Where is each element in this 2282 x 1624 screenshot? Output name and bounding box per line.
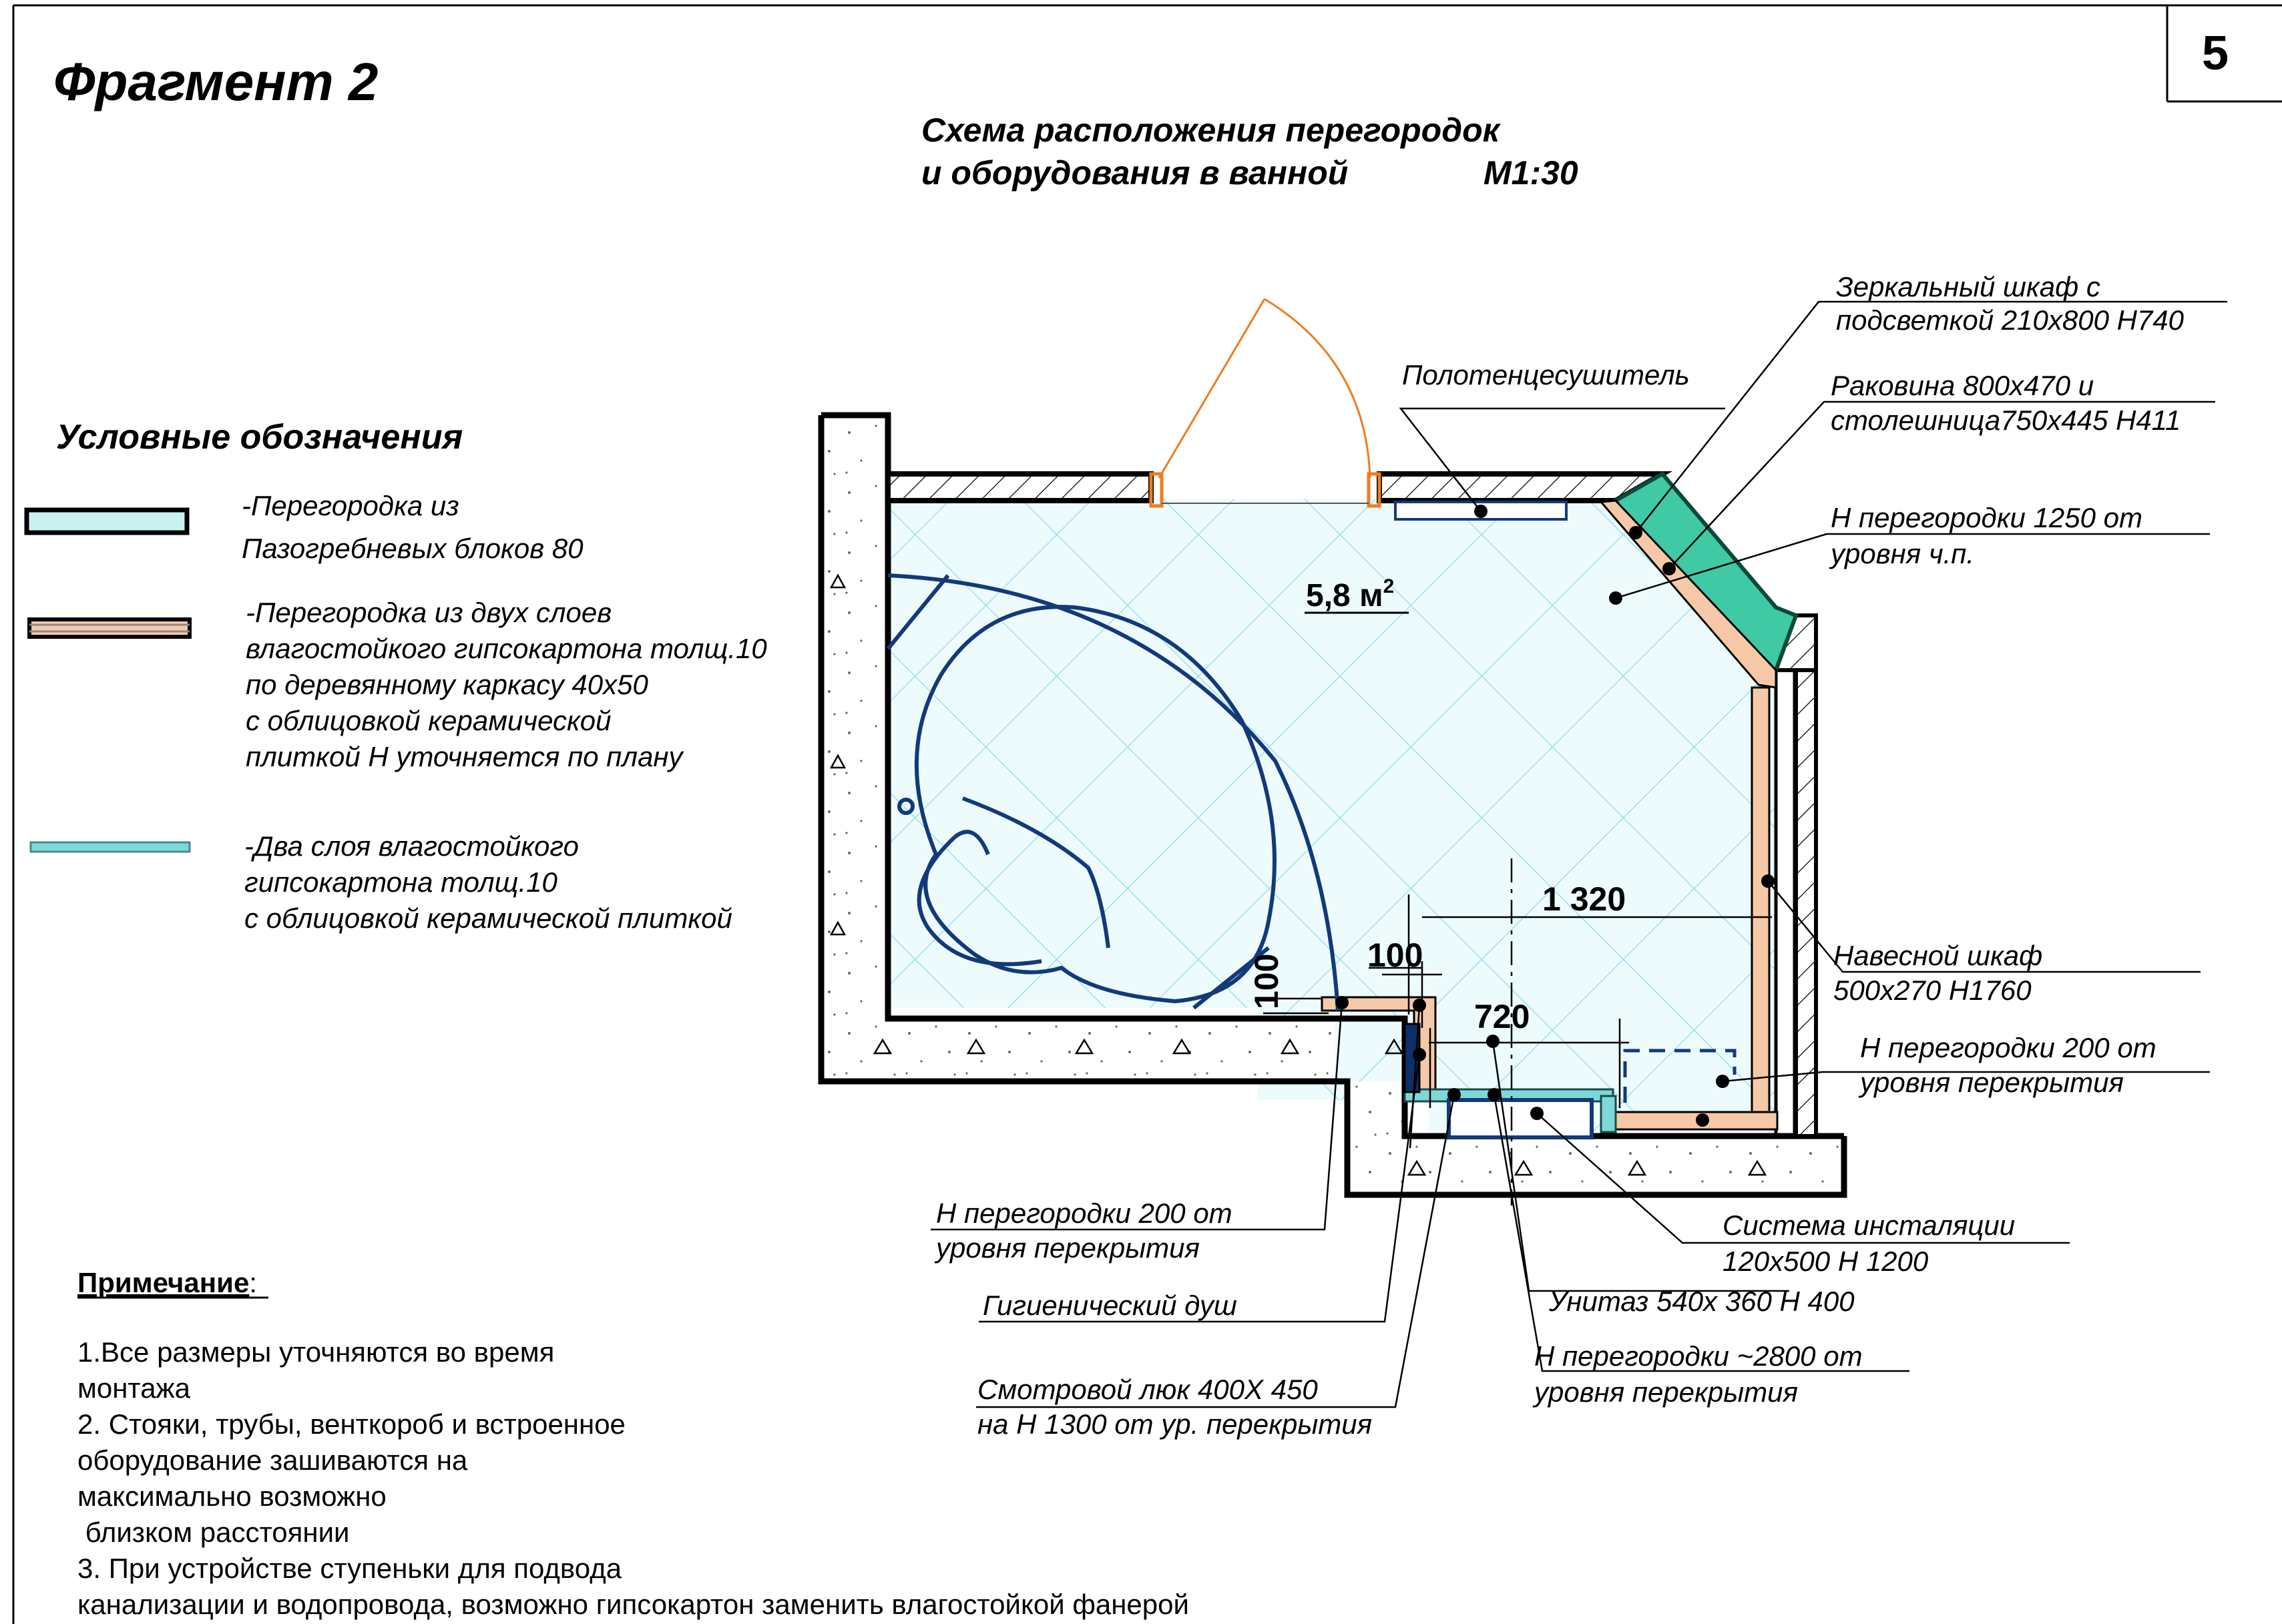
door-jamb-left: [1149, 472, 1164, 508]
callout-partition-200-left-1: Н перегородки 200 от: [936, 1197, 1232, 1229]
corner-bath: [886, 573, 1340, 1011]
sheet-frame: [12, 4, 2282, 1624]
concrete-marks: [829, 573, 1767, 1176]
dim-width-main: 1 320: [1542, 880, 1626, 918]
callout-partition-1250-2: уровня ч.п.: [1829, 538, 1974, 569]
callout-hygienic-shower: Гигиенический душ: [983, 1290, 1237, 1321]
legend-item-2-line-2: влагостойкого гипсокартона толщ.10: [246, 633, 767, 664]
legend-item-1-line-2: Пазогребневых блоков 80: [242, 533, 584, 564]
drawing-title-line1: Схема расположения перегородок: [921, 111, 1502, 149]
legend-item-3-line-3: с облицовкой керамической плиткой: [244, 902, 732, 934]
callout-partition-2800-1: Н перегородки ~2800 от: [1534, 1340, 1863, 1372]
callout-partition-200-right-1: Н перегородки 200 от: [1860, 1032, 2156, 1063]
legend-swatch-block-partition: [24, 507, 190, 535]
note-line-1: 1.Все размеры уточняются во время: [77, 1336, 554, 1368]
leader-lines: [931, 300, 2227, 1408]
right-gkl-partition: [1751, 686, 1771, 1116]
callout-inspection-hatch-1: Смотровой люк 400Х 450: [977, 1374, 1318, 1405]
legend-item-2-line-3: по деревянному каркасу 40х50: [246, 669, 648, 700]
room-area-superscript: 2: [1383, 575, 1395, 597]
note-line-7: 3. При устройстве ступеньки для подвода: [77, 1553, 622, 1584]
callout-partition-2800-2: уровня перекрытия: [1532, 1376, 1798, 1408]
tiled-floor: [883, 499, 1776, 1132]
diagonal-gkl-partition: [1598, 499, 1777, 689]
legend-item-2-line-4: с облицовкой керамической: [246, 705, 612, 736]
wall-cabinet-outline: [1623, 1049, 1737, 1103]
callout-mirror-cabinet-1: Зеркальный шкаф с: [1836, 271, 2100, 302]
legend-item-2-line-1: -Перегородка из двух слоев: [246, 597, 612, 628]
room-area: 5,8 м2: [1306, 575, 1394, 613]
top-wall-left: [885, 471, 1154, 503]
notes-heading-wrap: Примечание:: [77, 1267, 257, 1298]
dim-100-horizontal: 100: [1367, 936, 1423, 974]
dim-100-vertical: 100: [1248, 954, 1285, 1009]
callout-wall-cabinet-2: 500х270 Н1760: [1833, 975, 2032, 1006]
callout-partition-200-left-2: уровня перекрытия: [934, 1232, 1200, 1264]
note-line-4: оборудование зашиваются на: [77, 1444, 468, 1476]
door-swing: [1158, 298, 1266, 479]
installation-box: [1447, 1098, 1594, 1139]
door-jamb-right: [1367, 472, 1381, 508]
legend-swatch-gkl-lining: [29, 841, 191, 853]
room-area-value: 5,8 м: [1306, 578, 1383, 613]
callout-installation-1: Система инсталяции: [1723, 1209, 2015, 1241]
legend-item-3-line-2: гипсокартона толщ.10: [244, 866, 558, 898]
note-line-3: 2. Стояки, трубы, венткороб и встроенное: [77, 1408, 626, 1440]
fragment-title: Фрагмент 2: [53, 52, 378, 111]
callout-mirror-cabinet-2: подсветкой 210х800 Н740: [1836, 304, 2185, 336]
callout-inspection-hatch-2: на Н 1300 от ур. перекрытия: [977, 1408, 1372, 1440]
legend-heading: Условные обозначения: [56, 418, 463, 457]
note-line-6: близком расстоянии: [77, 1517, 350, 1548]
callout-partition-1250-1: Н перегородки 1250 от: [1831, 502, 2142, 533]
callout-sink-1: Раковина 800х470 и: [1831, 370, 2094, 401]
dimension-lines: [1263, 858, 1772, 1205]
note-line-5: максимально возможно: [77, 1480, 387, 1512]
legend-swatch-gkl-partition: [27, 617, 192, 639]
drawing-scale: М1:30: [1484, 154, 1578, 192]
legend-item-3-line-1: -Два слоя влагостойкого: [244, 830, 579, 862]
note-line-8: канализации и водопровода, возможно гипс…: [77, 1589, 1189, 1620]
callout-installation-2: 120х500 Н 1200: [1723, 1246, 1929, 1277]
callout-wall-cabinet-1: Навесной шкаф: [1833, 940, 2042, 971]
drawing-title-line2: и оборудования в ванной: [921, 154, 1348, 192]
sheet-number: 5: [2202, 27, 2229, 80]
callout-towel-dryer: Полотенцесушитель: [1402, 359, 1690, 390]
note-line-2: монтажа: [77, 1372, 191, 1404]
notes-heading: Примечание: [77, 1267, 249, 1298]
callout-toilet: Унитаз 540х 360 Н 400: [1548, 1286, 1855, 1317]
floor-plan: [818, 298, 2227, 1408]
notes-heading-colon: :: [249, 1267, 257, 1298]
dim-720: 720: [1474, 998, 1530, 1035]
left-wall: [821, 415, 1844, 1195]
callout-sink-2: столешница750х445 Н411: [1831, 404, 2181, 436]
legend-item-1-line-1: -Перегородка из: [242, 490, 459, 521]
legend-item-2-line-5: плиткой Н уточняется по плану: [246, 741, 685, 772]
bottom-gkl-partition: [1609, 1111, 1779, 1131]
callout-partition-200-right-2: уровня перекрытия: [1858, 1067, 2124, 1098]
